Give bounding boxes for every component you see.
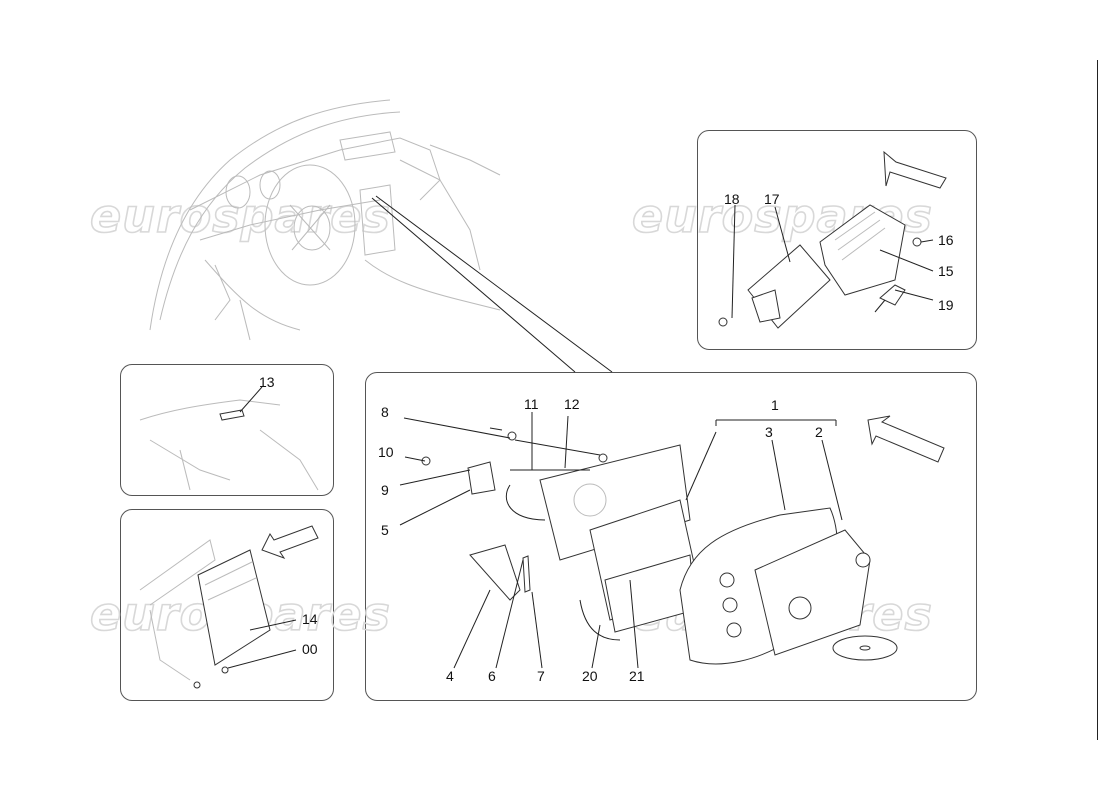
callout-15: 15 [938,263,954,279]
callout-1: 1 [771,397,779,413]
callout-00: 00 [302,641,318,657]
callout-20: 20 [582,668,598,684]
callout-21: 21 [629,668,645,684]
callout-2: 2 [815,424,823,440]
direction-arrow-icon [883,150,947,189]
antenna-detail-illustration [139,399,319,491]
callout-7: 7 [537,668,545,684]
callout-8: 8 [381,404,389,420]
callout-18: 18 [724,191,740,207]
callout-5: 5 [381,522,389,538]
callout-11: 11 [524,396,539,412]
callout-9: 9 [381,482,389,498]
panel-antenna-detail [120,364,334,496]
page-border-line [1097,60,1098,740]
callout-19: 19 [938,297,954,313]
dashboard-overview-illustration [149,99,501,341]
amplifier-parts-illustration [718,204,922,329]
watermark-top-left: eurospares [90,189,391,243]
callout-4: 4 [446,668,454,684]
leader-lines [227,204,934,669]
zoom-guide-line-left [371,197,576,373]
callout-12: 12 [564,396,580,412]
callout-6: 6 [488,668,496,684]
callout-13: 13 [259,374,275,390]
direction-arrow-icon [261,525,319,559]
callout-17: 17 [764,191,780,207]
panel-module-detail [120,509,334,701]
callout-14: 14 [302,611,318,627]
callout-16: 16 [938,232,954,248]
cd-disc-icon [832,635,898,661]
direction-arrow-icon [867,415,945,463]
callout-10: 10 [378,444,394,460]
panel-head-unit-detail [365,372,977,701]
module-detail-illustration [139,539,271,689]
callout-3: 3 [765,424,773,440]
zoom-guide-line-right [375,195,613,373]
panel-amplifier-detail [697,130,977,350]
head-unit-parts-illustration [421,427,871,665]
